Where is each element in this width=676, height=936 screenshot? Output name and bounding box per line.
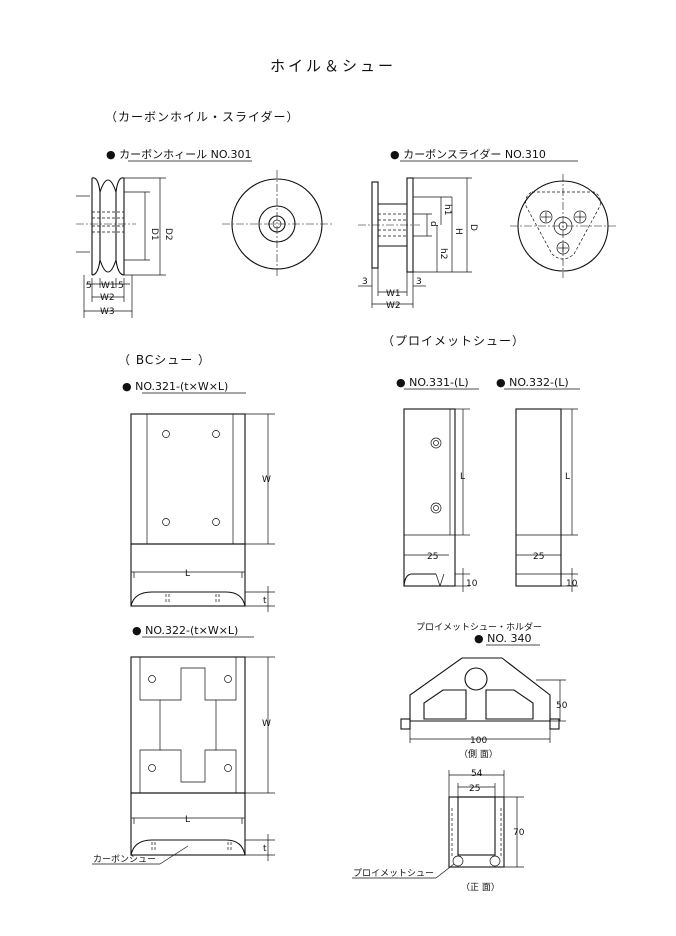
svg-text:プロイメットシュー: プロイメットシュー <box>353 868 434 879</box>
svg-text:W2: W2 <box>100 293 115 303</box>
no332-drawing <box>515 408 562 587</box>
carbon-section-heading: （カーボンホイル・スライダー） <box>105 109 300 124</box>
no322-label: ● NO.322-(t×W×L) <box>132 624 238 637</box>
no322-dim-w: W <box>245 656 275 794</box>
svg-text:W: W <box>262 475 271 485</box>
svg-text:L: L <box>565 472 570 482</box>
no321-plan-view <box>130 413 246 545</box>
svg-text:D: D <box>468 224 478 231</box>
svg-text:10: 10 <box>466 579 478 589</box>
holder-label: ● NO. 340 <box>474 632 532 645</box>
svg-text:W: W <box>262 719 271 729</box>
no331-drawing <box>403 408 456 587</box>
slider-side-view <box>358 177 420 273</box>
no322-front-view: L <box>130 792 246 856</box>
svg-text:70: 70 <box>513 828 525 838</box>
svg-text:W2: W2 <box>386 301 401 311</box>
wheel-front-view <box>222 170 332 278</box>
page-title: ホイル＆シュー <box>270 57 396 75</box>
no331-dims: L 25 10 <box>404 408 478 592</box>
svg-text:カーボンシュー: カーボンシュー <box>93 854 156 865</box>
svg-text:W1: W1 <box>101 281 116 291</box>
svg-text:25: 25 <box>469 784 480 794</box>
svg-text:D2: D2 <box>163 228 173 241</box>
holder-front-caption: （正 面） <box>461 882 500 893</box>
svg-text:54: 54 <box>471 769 483 779</box>
bc-section-heading: （ BCシュー ） <box>118 353 211 367</box>
svg-text:L: L <box>185 815 190 825</box>
proimet-shoe-callout: プロイメットシュー <box>352 863 455 879</box>
svg-text:100: 100 <box>470 736 487 746</box>
proimet-section-heading: （プロイメットシュー） <box>382 334 525 348</box>
svg-text:h2: h2 <box>438 248 448 259</box>
holder-front-dims: 54 25 70 <box>448 769 525 868</box>
holder-side-dims: 50 100 （側 面） <box>410 679 568 760</box>
holder-side-view <box>400 657 560 743</box>
wheel-dim-d2: D2 <box>124 177 173 276</box>
svg-text:5: 5 <box>118 281 124 291</box>
slider-front-view <box>510 174 616 278</box>
wheel-label: ● カーボンホィール NO.301 <box>106 148 252 161</box>
wheel-dim-d1: D1 <box>124 191 159 261</box>
no321-label: ● NO.321-(t×W×L) <box>122 380 228 393</box>
svg-text:L: L <box>185 569 190 579</box>
svg-text:25: 25 <box>533 552 544 562</box>
no331-label: ● NO.331-(L) <box>396 376 469 389</box>
holder-side-caption: （側 面） <box>459 748 498 760</box>
svg-text:t: t <box>263 596 267 606</box>
svg-text:W3: W3 <box>100 307 115 317</box>
no321-front-view: L <box>130 543 246 607</box>
wheel-side-view <box>76 177 136 276</box>
slider-label: ● カーボンスライダー NO.310 <box>390 147 546 161</box>
no332-dims: L 25 10 <box>516 408 578 592</box>
carbon-shoe-callout: カーボンシュー <box>92 845 189 865</box>
no321-dim-w: W <box>245 413 275 545</box>
no321-dim-t: t <box>245 586 275 612</box>
svg-text:h1: h1 <box>442 204 452 215</box>
svg-text:d: d <box>428 221 438 227</box>
svg-text:3: 3 <box>416 277 422 287</box>
svg-text:W1: W1 <box>386 289 401 299</box>
holder-title: プロイメットシュー・ホルダー <box>416 621 542 633</box>
no322-plan-view <box>130 656 246 794</box>
no322-dim-t: t <box>245 834 275 861</box>
slider-width-dims: 3 3 W1 W2 <box>358 268 426 311</box>
svg-text:50: 50 <box>556 701 568 711</box>
slider-height-dims: d h1 h2 H D <box>413 177 478 273</box>
svg-text:25: 25 <box>427 552 438 562</box>
svg-text:5: 5 <box>86 281 92 291</box>
svg-text:D1: D1 <box>149 228 159 241</box>
svg-text:L: L <box>460 472 465 482</box>
no332-label: ● NO.332-(L) <box>496 376 569 389</box>
svg-text:10: 10 <box>566 579 578 589</box>
svg-text:3: 3 <box>362 277 368 287</box>
svg-text:t: t <box>263 844 267 854</box>
wheel-width-dims: 5 W1 5 W2 W3 <box>83 275 133 318</box>
svg-text:H: H <box>453 228 463 235</box>
holder-front-view <box>448 796 505 868</box>
